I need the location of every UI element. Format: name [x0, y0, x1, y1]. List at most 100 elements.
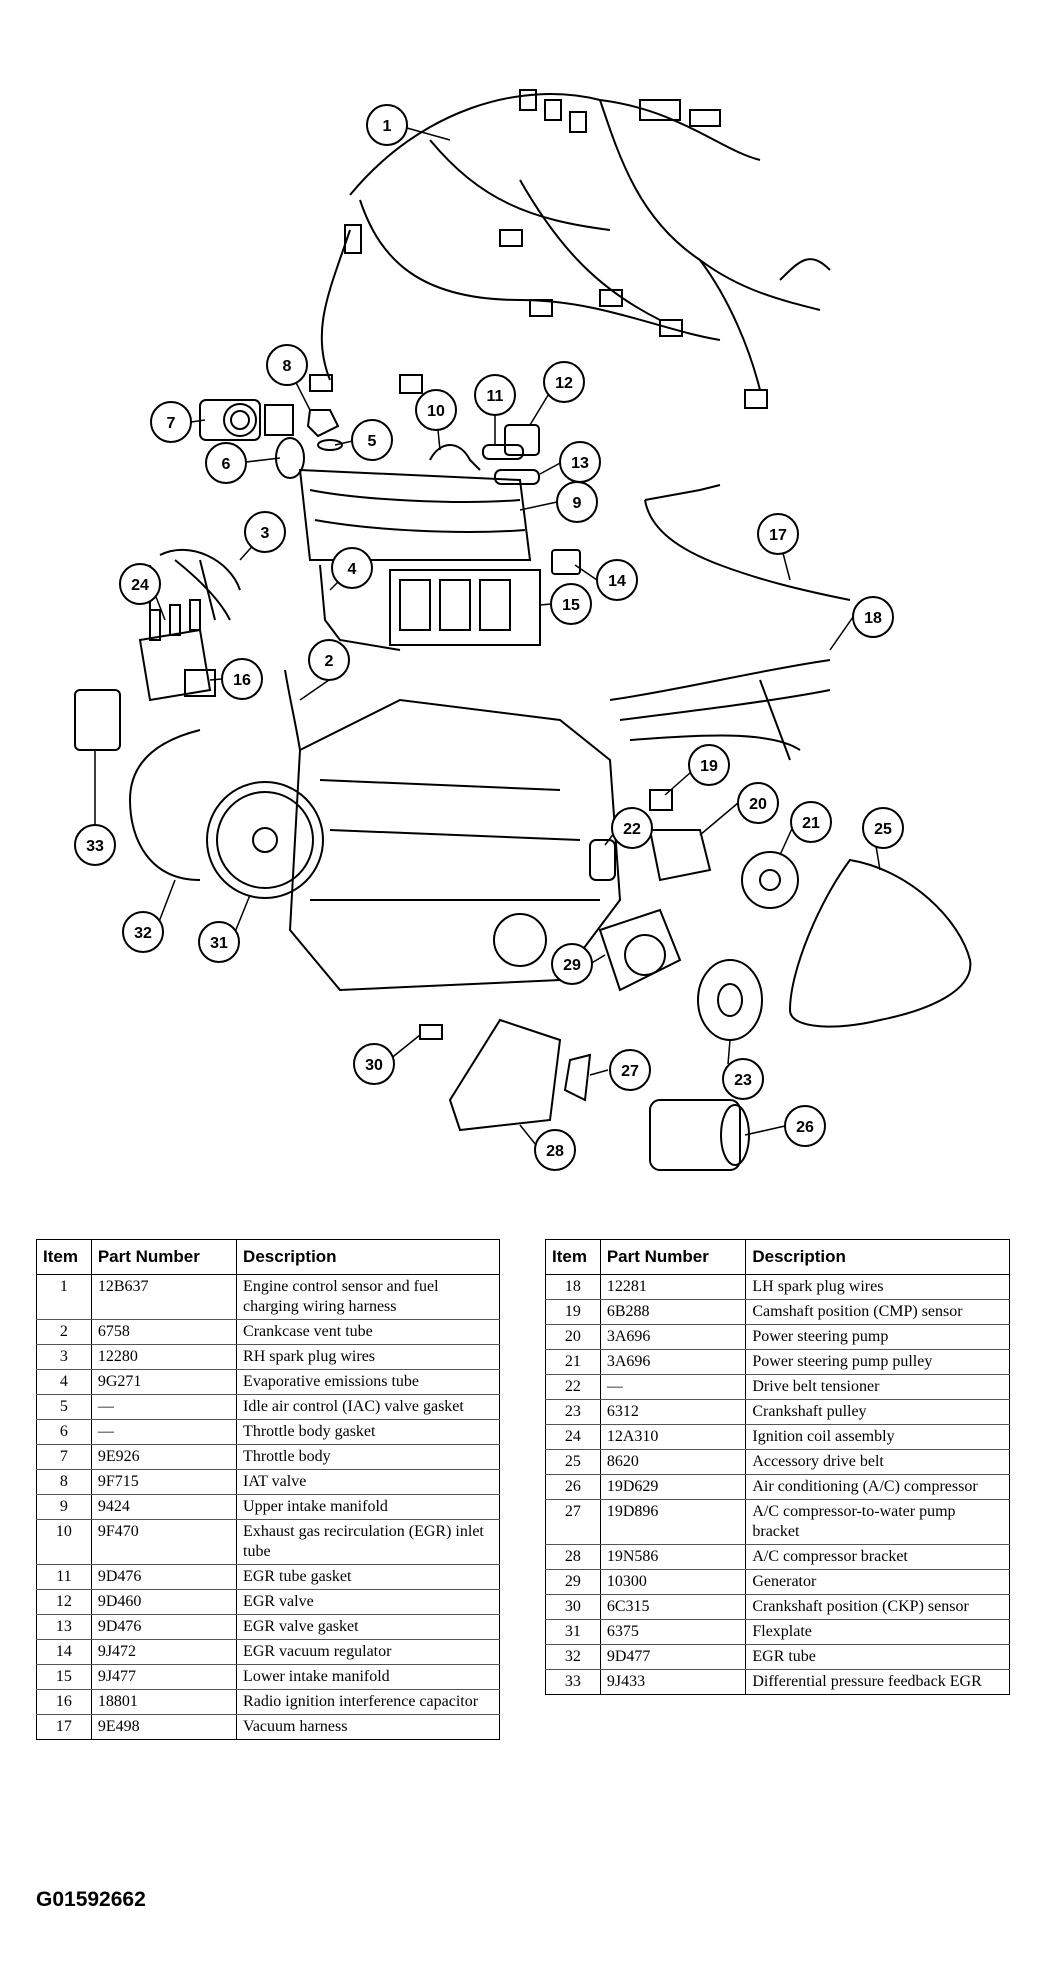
description-cell: RH spark plug wires [236, 1344, 500, 1370]
header-part-number: Part Number [90, 1239, 238, 1275]
header-item: Item [36, 1239, 92, 1275]
part-number-cell: 6758 [90, 1319, 238, 1345]
part-number-cell: 19N586 [599, 1544, 747, 1570]
item-cell: 16 [36, 1689, 92, 1715]
description-cell: Flexplate [745, 1619, 1010, 1645]
svg-text:8: 8 [283, 358, 292, 375]
svg-text:9: 9 [573, 495, 582, 512]
callout-markers: 1 2 3 4 5 6 7 8 9 10 11 12 13 14 15 16 1… [74, 104, 904, 1171]
part-number-cell: 19D896 [599, 1499, 747, 1545]
engine-block-drawing [288, 698, 622, 992]
dpfe-sensor-drawing [74, 689, 121, 751]
svg-text:23: 23 [734, 1072, 752, 1089]
callout-30: 30 [353, 1043, 395, 1085]
item-cell: 12 [36, 1589, 92, 1615]
callout-2: 2 [308, 639, 350, 681]
part-number-cell: 12A310 [599, 1424, 747, 1450]
egr-inlet-tube-drawing [429, 444, 481, 471]
callout-22: 22 [611, 807, 653, 849]
svg-text:10: 10 [427, 403, 445, 420]
callout-9: 9 [556, 481, 598, 523]
callout-15: 15 [550, 583, 592, 625]
svg-text:14: 14 [608, 573, 626, 590]
part-number-cell: 9F470 [90, 1519, 238, 1565]
part-number-cell: 19D629 [599, 1474, 747, 1500]
svg-text:19: 19 [700, 758, 718, 775]
callout-18: 18 [852, 596, 894, 638]
description-cell: EGR vacuum regulator [236, 1639, 500, 1665]
item-cell: 8 [36, 1469, 92, 1495]
part-number-cell: 9E498 [90, 1714, 238, 1740]
part-number-cell: 9G271 [90, 1369, 238, 1395]
iat-valve-drawing [306, 409, 340, 438]
egr-valve-drawing [504, 424, 540, 456]
description-cell: LH spark plug wires [745, 1274, 1010, 1300]
part-number-cell: 9J477 [90, 1664, 238, 1690]
item-cell: 14 [36, 1639, 92, 1665]
rh-spark-plug-wires-drawing [149, 549, 241, 621]
description-cell: EGR valve gasket [236, 1614, 500, 1640]
callout-20: 20 [737, 782, 779, 824]
description-cell: Upper intake manifold [236, 1494, 500, 1520]
item-cell: 2 [36, 1319, 92, 1345]
callout-31: 31 [198, 921, 240, 963]
wiring-harness-drawing [309, 89, 831, 409]
item-cell: 20 [545, 1324, 601, 1350]
item-cell: 5 [36, 1394, 92, 1420]
lower-intake-manifold-drawing [389, 569, 541, 646]
table-header-row: Item Part Number Description [545, 1239, 1010, 1275]
accessory-drive-belt-drawing [788, 858, 972, 1028]
description-cell: Crankshaft pulley [745, 1399, 1010, 1425]
part-number-cell: 9F715 [90, 1469, 238, 1495]
item-cell: 6 [36, 1419, 92, 1445]
callout-17: 17 [757, 513, 799, 555]
part-number-cell: 9D477 [599, 1644, 747, 1670]
item-cell: 7 [36, 1444, 92, 1470]
callout-23: 23 [722, 1058, 764, 1100]
callout-5: 5 [351, 419, 393, 461]
item-cell: 28 [545, 1544, 601, 1570]
callout-13: 13 [559, 441, 601, 483]
svg-text:26: 26 [796, 1119, 814, 1136]
callout-19: 19 [688, 744, 730, 786]
part-number-cell: 9E926 [90, 1444, 238, 1470]
description-cell: Radio ignition interference capacitor [236, 1689, 500, 1715]
callout-16: 16 [221, 658, 263, 700]
part-number-cell: — [90, 1419, 238, 1445]
callout-27: 27 [609, 1049, 651, 1091]
svg-text:30: 30 [365, 1057, 383, 1074]
part-number-cell: 6C315 [599, 1594, 747, 1620]
part-number-cell: — [599, 1374, 747, 1400]
item-cell: 30 [545, 1594, 601, 1620]
crankcase-vent-tube-drawing [284, 669, 301, 751]
item-cell: 27 [545, 1499, 601, 1545]
description-cell: Exhaust gas recirculation (EGR) inlet tu… [236, 1519, 500, 1565]
upper-intake-manifold-drawing [298, 468, 532, 561]
table-row: 6—Throttle body gasket [36, 1419, 500, 1445]
part-number-cell: 3A696 [599, 1324, 747, 1350]
svg-text:3: 3 [261, 525, 270, 542]
egr-vacuum-regulator-drawing [551, 549, 581, 575]
description-cell: EGR valve [236, 1589, 500, 1615]
description-cell: Throttle body gasket [236, 1419, 500, 1445]
callout-29: 29 [551, 943, 593, 985]
part-number-cell: 3A696 [599, 1349, 747, 1375]
item-cell: 22 [545, 1374, 601, 1400]
item-cell: 3 [36, 1344, 92, 1370]
